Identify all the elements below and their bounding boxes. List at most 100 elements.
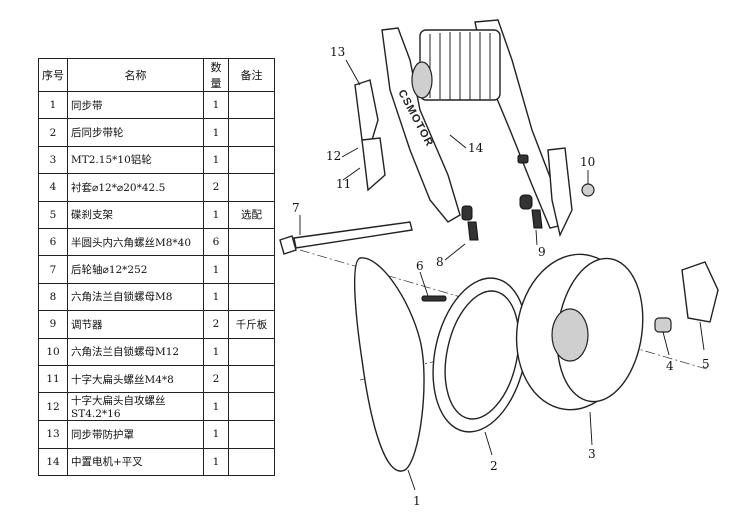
cell-name: 半圆头内六角螺丝M8*40 xyxy=(67,227,204,257)
cell-name: 中置电机+平叉 xyxy=(67,447,204,477)
motor-swingarm: CSMOTOR xyxy=(381,19,563,229)
cell-name: 调节器 xyxy=(67,310,204,339)
cell-no: 14 xyxy=(38,447,68,477)
bushing-right xyxy=(519,194,533,210)
cell-no: 3 xyxy=(38,145,68,175)
cell-name: 六角法兰自锁螺母M8 xyxy=(67,282,204,312)
cell-note xyxy=(228,255,275,284)
cell-no: 1 xyxy=(38,90,68,120)
cell-qty: 1 xyxy=(203,420,229,449)
cell-note xyxy=(228,420,275,449)
cell-note xyxy=(228,282,275,312)
callout-3: 3 xyxy=(588,447,596,461)
cell-qty: 1 xyxy=(203,447,229,477)
bolt-m8-body xyxy=(467,221,479,241)
callout-1: 1 xyxy=(413,494,421,508)
cell-qty: 1 xyxy=(203,392,229,422)
adjuster-bolt xyxy=(531,209,543,229)
cell-note xyxy=(228,392,275,422)
cell-note xyxy=(228,173,275,202)
callout-4: 4 xyxy=(666,359,674,373)
cell-no: 7 xyxy=(38,255,68,284)
bolt-m8-40 xyxy=(421,295,447,302)
cell-qty: 2 xyxy=(203,173,229,202)
callout-5: 5 xyxy=(702,357,710,371)
rear-hub xyxy=(515,253,644,411)
rear-axle xyxy=(279,221,413,255)
cell-no: 8 xyxy=(38,282,68,312)
cell-note xyxy=(228,337,275,366)
cell-qty: 1 xyxy=(203,282,229,312)
cell-note xyxy=(228,227,275,257)
cell-no: 4 xyxy=(38,173,68,202)
cell-name: 十字大扁头螺丝M4*8 xyxy=(67,364,204,394)
bushing-4 xyxy=(654,317,672,333)
cell-note xyxy=(228,145,275,175)
belt-guard xyxy=(354,79,386,192)
cell-name: 同步带 xyxy=(67,90,204,120)
cell-name: 六角法兰自锁螺母M12 xyxy=(67,337,204,366)
cell-name: 后同步带轮 xyxy=(67,118,204,147)
cell-note: 千斤板 xyxy=(228,310,275,339)
cell-qty: 1 xyxy=(203,337,229,366)
cell-name: 同步带防护罩 xyxy=(67,420,204,449)
cell-name: 碟刹支架 xyxy=(67,200,204,229)
callout-6: 6 xyxy=(416,259,424,273)
callout-7: 7 xyxy=(292,201,300,215)
rear-pulley xyxy=(432,277,528,433)
cell-name: 衬套⌀12*⌀20*42.5 xyxy=(67,173,204,202)
cell-qty: 1 xyxy=(203,118,229,147)
cell-note: 选配 xyxy=(228,200,275,229)
exploded-diagram: CSMOTOR xyxy=(279,19,719,508)
cell-name: MT2.15*10铝轮 xyxy=(67,145,204,175)
cell-no: 12 xyxy=(38,392,68,422)
nut-m12 xyxy=(581,183,595,197)
callout-13: 13 xyxy=(330,45,345,59)
cell-qty: 1 xyxy=(203,145,229,175)
header-note: 备注 xyxy=(228,58,275,92)
bushing-left xyxy=(461,205,473,221)
leader-lines xyxy=(299,59,705,491)
timing-belt xyxy=(353,257,425,472)
cell-note xyxy=(228,364,275,394)
cell-no: 11 xyxy=(38,364,68,394)
cell-qty: 1 xyxy=(203,90,229,120)
cell-qty: 2 xyxy=(203,364,229,394)
cell-no: 2 xyxy=(38,118,68,147)
cell-qty: 1 xyxy=(203,200,229,229)
cell-qty: 6 xyxy=(203,227,229,257)
callout-2: 2 xyxy=(490,459,498,473)
cell-note xyxy=(228,118,275,147)
cell-name: 后轮轴⌀12*252 xyxy=(67,255,204,284)
cell-qty: 2 xyxy=(203,310,229,339)
callout-10: 10 xyxy=(580,155,595,169)
callout-11: 11 xyxy=(336,177,351,191)
spacer-sleeve xyxy=(517,154,529,164)
cell-no: 5 xyxy=(38,200,68,229)
cell-no: 9 xyxy=(38,310,68,339)
header-name: 名称 xyxy=(67,58,204,92)
callout-8: 8 xyxy=(436,255,444,269)
callout-12: 12 xyxy=(326,149,341,163)
callout-14: 14 xyxy=(468,141,484,155)
header-no: 序号 xyxy=(38,58,68,92)
axis-centerline xyxy=(299,249,711,371)
cell-name: 十字大扁头自攻螺丝ST4.2*16 xyxy=(67,392,204,422)
cell-qty: 1 xyxy=(203,255,229,284)
adjuster-plate xyxy=(547,147,573,238)
callout-9: 9 xyxy=(538,245,546,259)
